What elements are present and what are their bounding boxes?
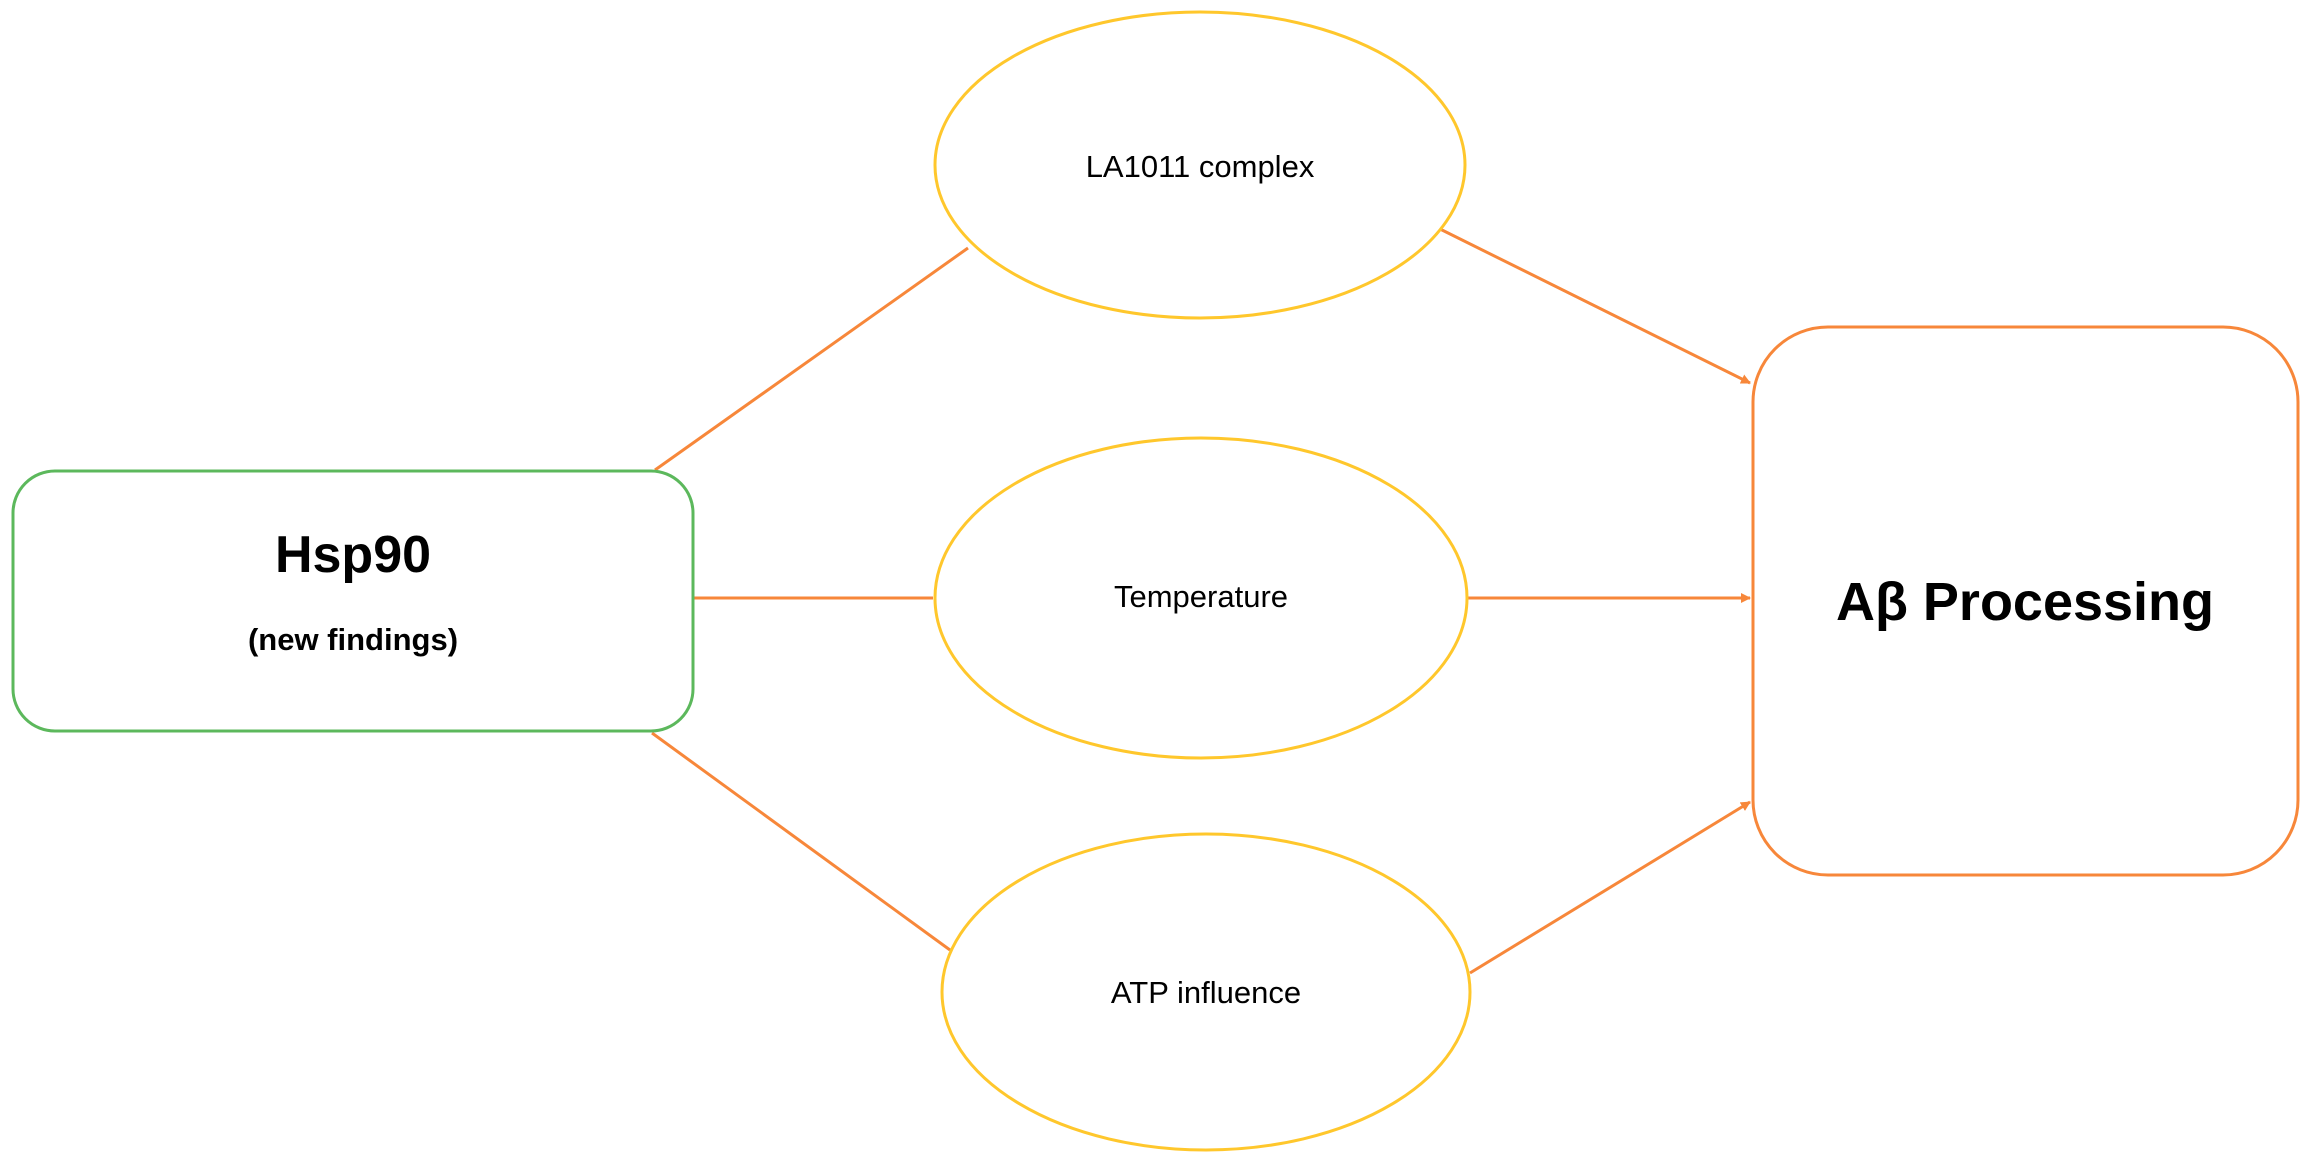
edge-source-to-la1011: [654, 246, 969, 472]
node-atp-label: ATP influence: [1111, 975, 1301, 1010]
node-atp-influence[interactable]: ATP influence: [940, 832, 1472, 1152]
node-abeta-box: [1751, 325, 2300, 877]
node-abeta-processing[interactable]: Aβ Processing: [1751, 325, 2300, 877]
edge-source-to-atp: [651, 731, 951, 952]
node-la1011-complex[interactable]: LA1011 complex: [933, 10, 1467, 320]
node-atp-ellipse: [940, 832, 1472, 1152]
node-temperature-label: Temperature: [1114, 579, 1288, 614]
edge-la1011-to-target: [1439, 227, 1751, 385]
node-temperature-ellipse: [933, 436, 1469, 760]
node-hsp90-title: Hsp90: [275, 526, 431, 584]
edge-atp-to-target: [1469, 800, 1751, 975]
edges: [651, 227, 1751, 975]
node-hsp90-box: [11, 469, 695, 733]
node-la1011-label: LA1011 complex: [1086, 149, 1315, 184]
node-hsp90-subtitle: (new findings): [248, 622, 458, 657]
node-temperature[interactable]: Temperature: [933, 436, 1469, 760]
node-abeta-label: Aβ Processing: [1836, 572, 2214, 632]
node-hsp90[interactable]: Hsp90 (new findings): [11, 469, 695, 733]
node-la1011-ellipse: [933, 10, 1467, 320]
